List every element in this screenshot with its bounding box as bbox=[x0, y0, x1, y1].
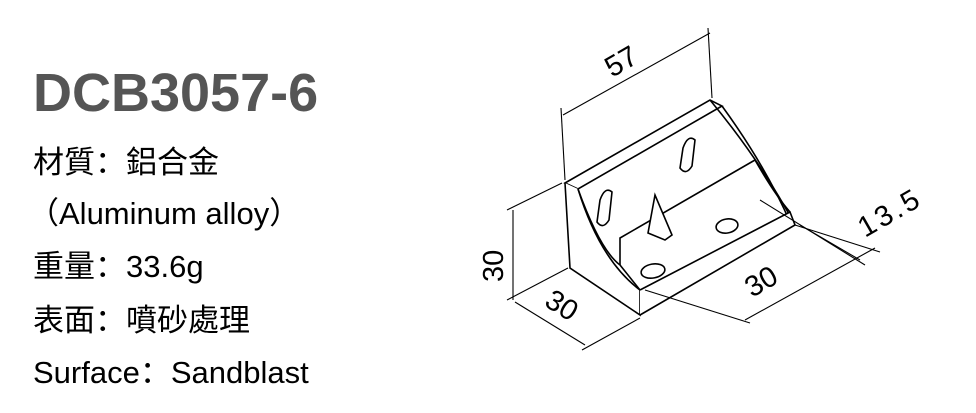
dim-height: 30 bbox=[478, 250, 510, 282]
spec-surface: 表面：噴砂處理 bbox=[33, 303, 250, 338]
spec-weight: 重量：33.6g bbox=[33, 249, 204, 284]
spec-material-en: （Aluminum alloy） bbox=[28, 196, 301, 231]
dim-length: 57 bbox=[600, 40, 644, 84]
model-title: DCB3057-6 bbox=[33, 63, 319, 123]
dim-base: 30 bbox=[740, 260, 784, 304]
spec-surface-en: Surface：Sandblast bbox=[33, 355, 309, 390]
spec-material: 材質：鋁合金 bbox=[33, 145, 219, 180]
dimension-lines bbox=[506, 27, 881, 351]
dim-hole-offset: 13.5 bbox=[853, 182, 928, 244]
bracket-body bbox=[563, 99, 796, 317]
